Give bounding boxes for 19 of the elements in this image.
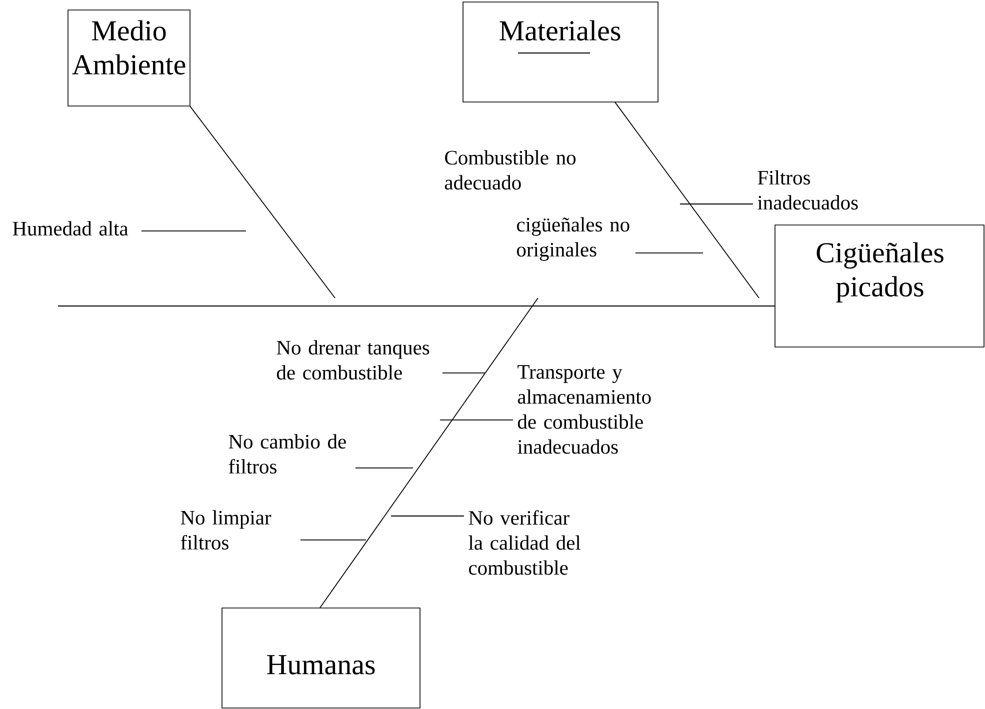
cause-text: Combustible no adecuado bbox=[444, 150, 576, 190]
category-box: Cigüeñales picados bbox=[774, 224, 984, 348]
cause-text: No limpiar filtros bbox=[180, 510, 272, 550]
category-box: Medio Ambiente bbox=[68, 10, 190, 106]
cause-text: Filtros inadecuados bbox=[758, 170, 858, 210]
category-box: Humanas bbox=[222, 608, 420, 708]
cause-text: Transporte y almacenamiento de combustible inadecuados bbox=[518, 365, 651, 454]
leader-line bbox=[634, 252, 704, 254]
cause-text: Humedad alta bbox=[12, 221, 128, 236]
bone-line bbox=[320, 298, 538, 608]
cause-text: cigüeñales no originales bbox=[517, 217, 630, 261]
leader-line bbox=[140, 230, 246, 232]
cause-text: No drenar tanques de combustible bbox=[276, 340, 430, 380]
leader-line bbox=[442, 372, 486, 374]
cause-text: No cambio de filtros bbox=[228, 434, 346, 474]
cause-text: No verificar la calidad del combustible bbox=[468, 510, 580, 575]
category-box: Materiales bbox=[462, 2, 658, 102]
bone-line bbox=[190, 106, 336, 298]
bone-line bbox=[614, 102, 760, 298]
